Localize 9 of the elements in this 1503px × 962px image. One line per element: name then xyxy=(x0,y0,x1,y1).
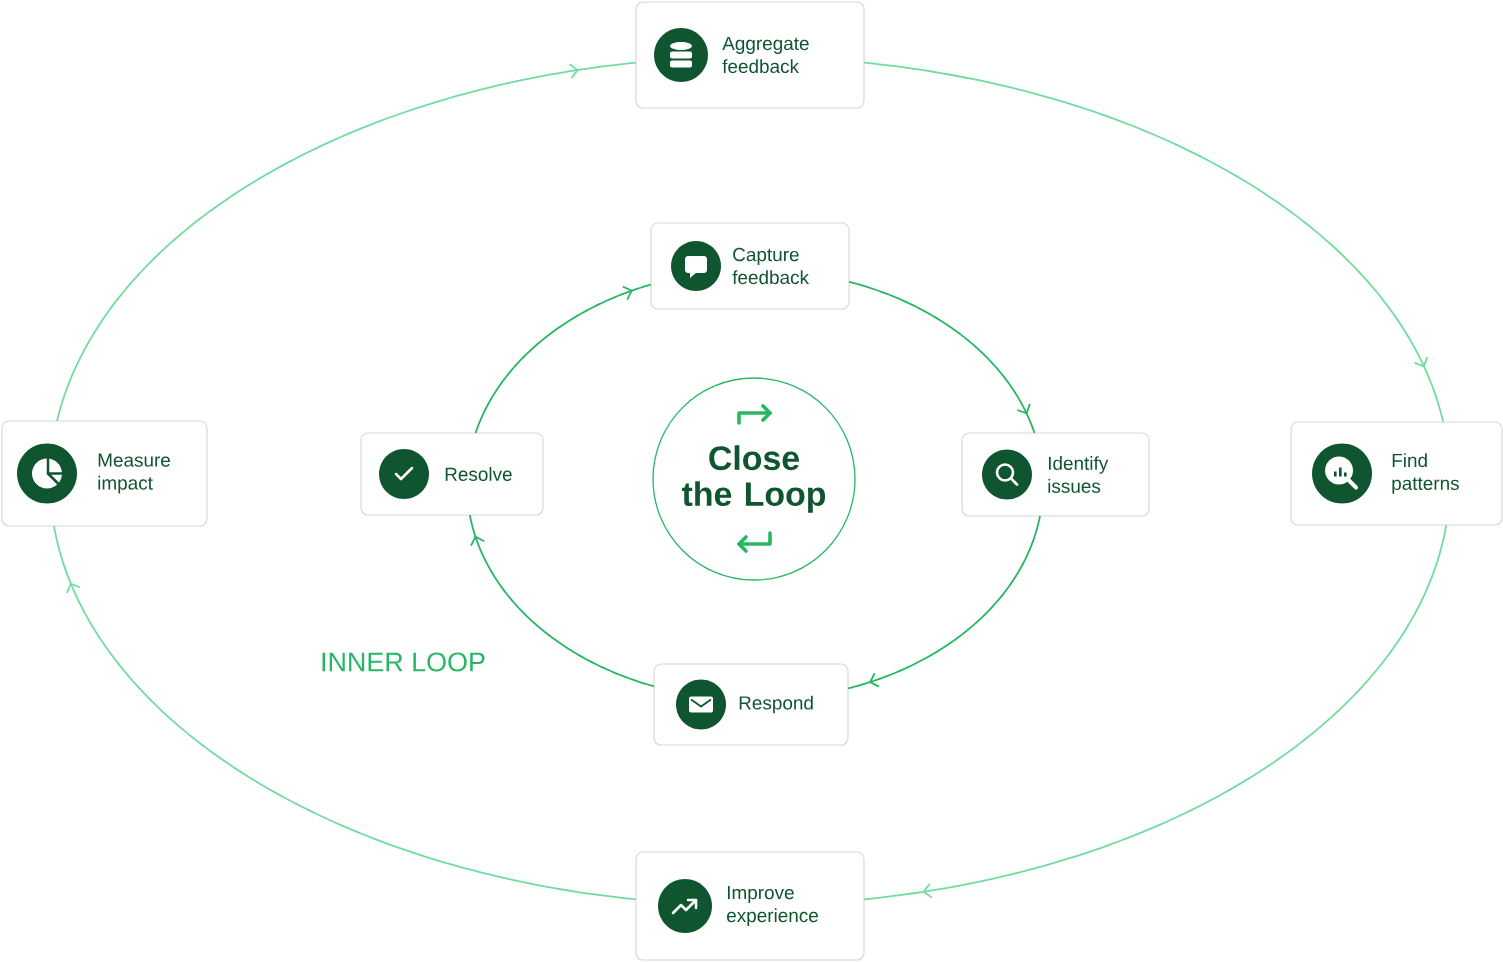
step-label: Improve experience xyxy=(727,886,818,926)
step-label: Capture feedback xyxy=(732,247,810,285)
step-label: Find patterns xyxy=(1392,453,1459,494)
step-label: Resolve xyxy=(445,467,512,481)
section-label: INNER LOOP xyxy=(322,652,485,672)
step-label: Measure impact xyxy=(98,453,170,494)
step-label: Respond xyxy=(739,695,813,714)
step-label: Identify issues xyxy=(1048,456,1109,493)
step-label: Aggregate feedback xyxy=(722,36,809,74)
